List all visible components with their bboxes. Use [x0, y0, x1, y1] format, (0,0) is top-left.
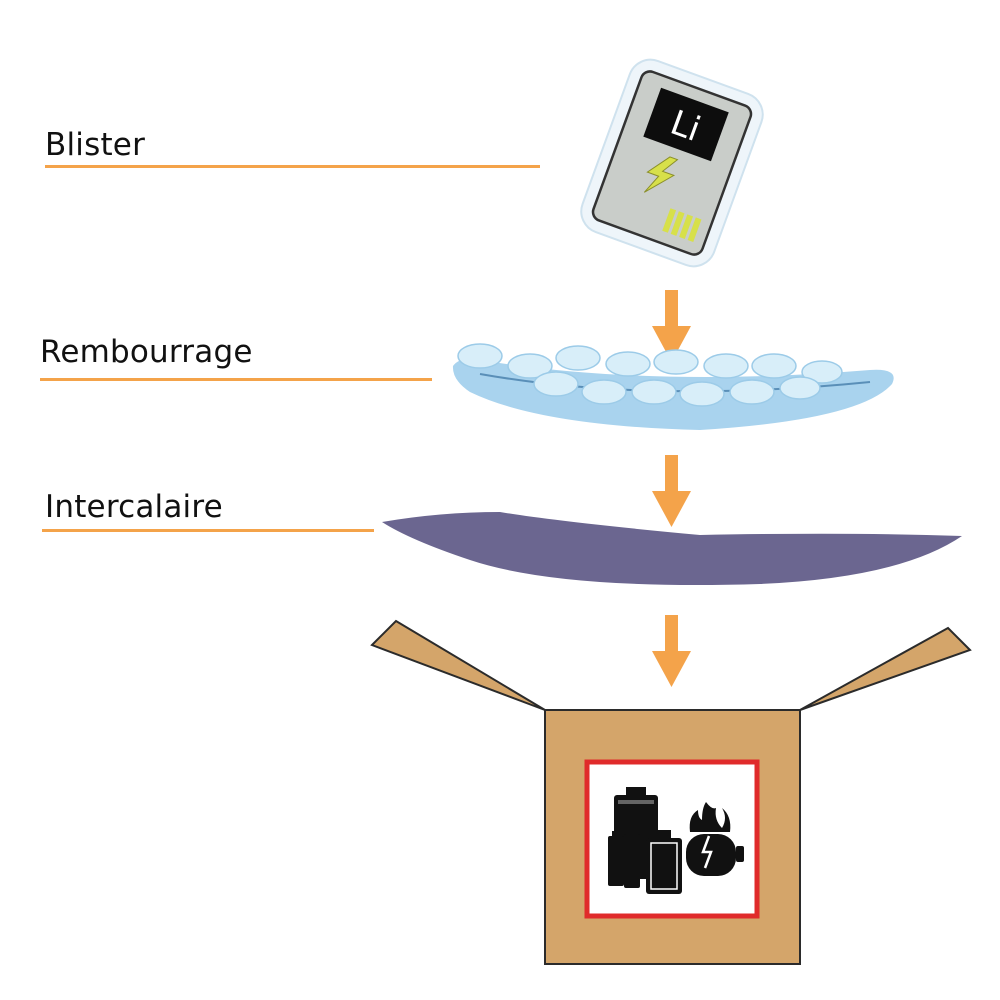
connector-pins: [662, 208, 702, 243]
battery-fire-hazard-icon: [608, 787, 744, 894]
label-padding: Rembourrage: [40, 334, 253, 370]
lithium-battery-blister-icon: Li: [580, 58, 764, 268]
box-flap-right: [799, 626, 972, 711]
label-blister: Blister: [45, 127, 146, 163]
down-arrow-icon: [652, 290, 691, 362]
label-separator: Intercalaire: [45, 489, 223, 525]
down-arrow-icon: [652, 455, 691, 527]
box-flap-left: [370, 619, 546, 711]
leader-line-padding: [40, 378, 432, 381]
cardboard-box: [370, 619, 972, 965]
leader-line-blister: [45, 165, 540, 168]
lightning-bolt-icon: [643, 156, 679, 193]
down-arrow-icon: [652, 615, 691, 687]
padding-bubble-wrap: [452, 343, 894, 430]
chip-label-background: [643, 87, 729, 162]
separator-sheet: [382, 512, 962, 585]
padding-bubbles: [457, 343, 843, 407]
leader-line-separator: [42, 529, 374, 532]
